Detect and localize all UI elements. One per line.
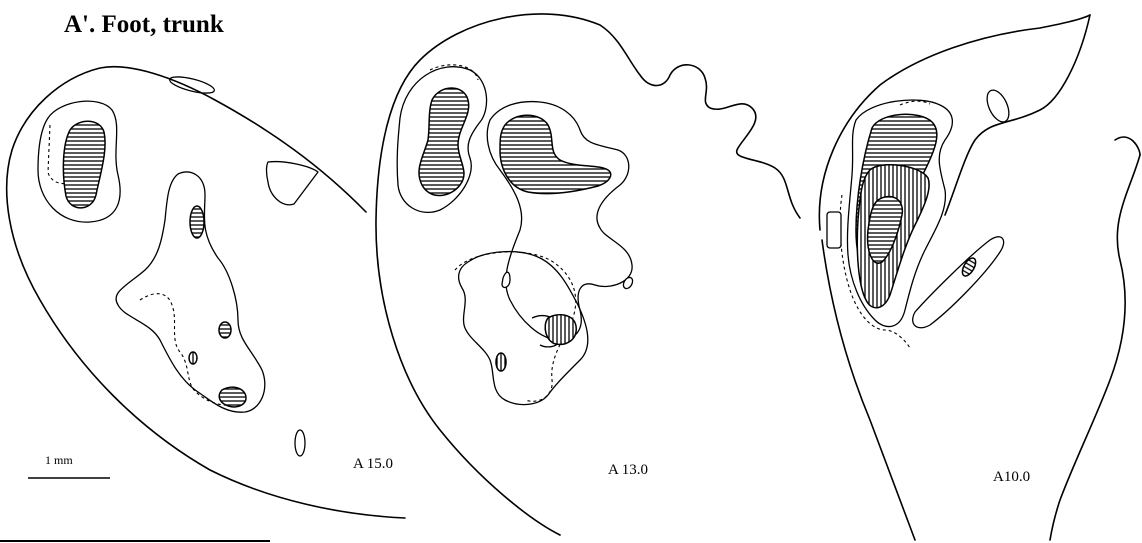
section-a13-left-hatch <box>419 88 469 196</box>
section-a13-small-oval <box>622 276 635 290</box>
scale-bar-label: 1 mm <box>45 453 73 467</box>
section-a10-thin-oval <box>913 237 1004 328</box>
section-a10-top-oval <box>983 87 1014 125</box>
section-a15-vertical-hatch <box>189 352 197 364</box>
section-a15-label: A 15.0 <box>353 456 393 472</box>
section-a15-top-nucleus <box>168 74 216 97</box>
section-a15-small-hatch <box>219 322 231 338</box>
section-a15-outline <box>7 67 405 518</box>
section-a10-right-curve <box>945 15 1090 215</box>
section-a13-label: A 13.0 <box>608 462 648 478</box>
section-a13-vertical-hatch <box>545 315 576 345</box>
section-a10-left-block <box>827 212 841 248</box>
scale-bar: 1 mm <box>28 453 110 478</box>
section-a13: A 13.0 <box>376 14 800 535</box>
section-a15-mid-hatch <box>190 206 204 238</box>
section-a10: A10.0 <box>819 15 1140 540</box>
section-a13-right-hatch <box>500 115 611 193</box>
section-a15-upper-hatch <box>63 121 105 208</box>
section-a15-oval <box>295 430 305 456</box>
panel-title: A'. Foot, trunk <box>64 11 224 38</box>
section-a15-lower-hatch <box>219 387 246 407</box>
section-a10-small-hatch <box>960 256 979 278</box>
section-a10-right-edge <box>1050 155 1140 540</box>
section-a10-label: A10.0 <box>993 469 1030 485</box>
section-a15: A 15.0 <box>7 67 405 518</box>
section-a15-central-contour <box>116 172 265 412</box>
section-a13-teardrop <box>502 272 510 287</box>
section-a13-small-vertical-hatch <box>496 353 506 371</box>
section-a15-right-shape <box>267 162 319 205</box>
